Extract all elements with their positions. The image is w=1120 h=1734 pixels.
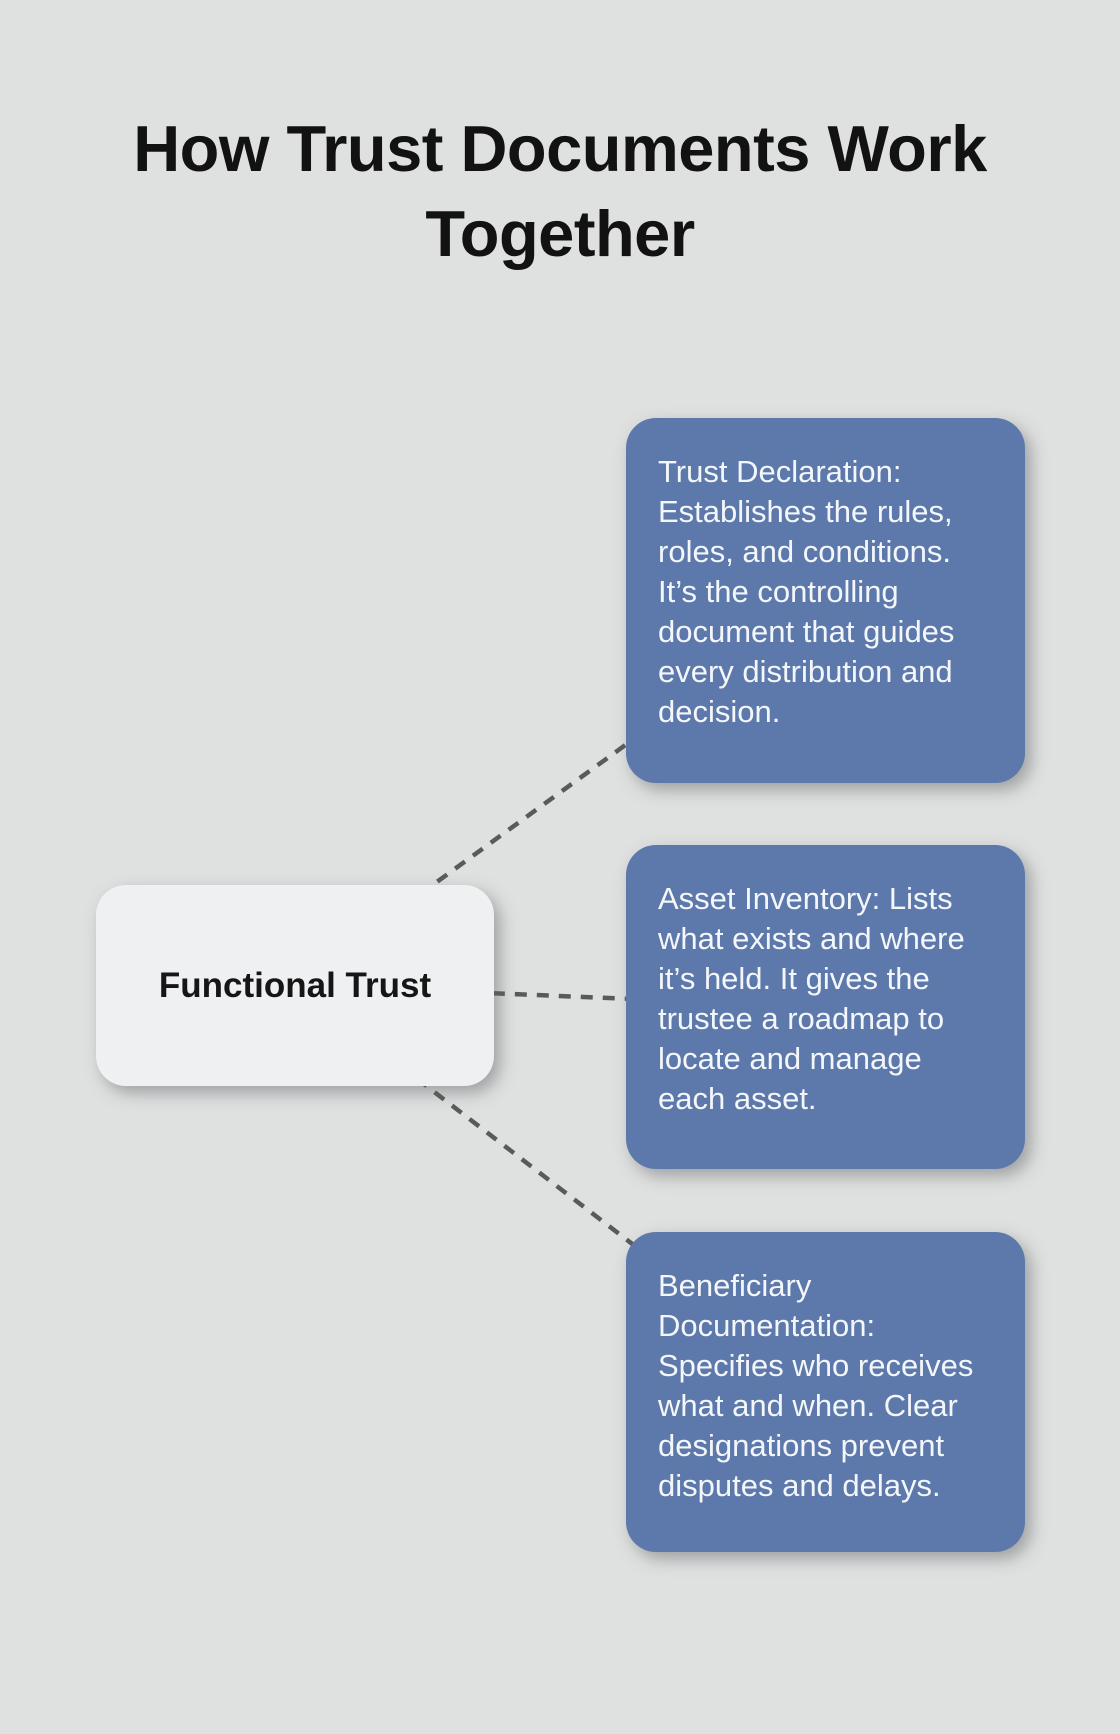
card-trust-declaration: Trust Declaration: Establishes the rules,… <box>626 418 1025 783</box>
center-node-functional-trust: Functional Trust <box>96 885 494 1086</box>
card-text-line: designations prevent <box>658 1428 945 1463</box>
card-text-line: what exists and where <box>658 921 965 956</box>
page-title-line-1: How Trust Documents Work <box>133 112 987 185</box>
card-text-line: every distribution and <box>658 654 953 689</box>
page-title-line-2: Together <box>425 197 695 270</box>
card-text-line: it’s held. It gives the <box>658 961 930 996</box>
card-asset-inventory: Asset Inventory: Lists what exists and wh… <box>626 845 1025 1169</box>
card-text-line: disputes and delays. <box>658 1468 941 1503</box>
card-text-line: Specifies who receives <box>658 1348 974 1383</box>
card-text-line: trustee a roadmap to <box>658 1001 945 1036</box>
card-text-line: each asset. <box>658 1081 817 1116</box>
card-text-line: document that guides <box>658 614 955 649</box>
card-text-line: locate and manage <box>658 1041 922 1076</box>
page-title: How Trust Documents Work Together <box>0 106 1120 276</box>
card-text-line: Trust Declaration: <box>658 454 902 489</box>
card-text-line: Establishes the rules, <box>658 494 953 529</box>
card-text-line: what and when. Clear <box>658 1388 958 1423</box>
card-text-line: Asset Inventory: Lists <box>658 881 953 916</box>
card-text-line: Beneficiary <box>658 1268 812 1303</box>
card-text-line: It’s the controlling <box>658 574 899 609</box>
card-text-line: Documentation: <box>658 1308 876 1343</box>
card-text-line: decision. <box>658 694 781 729</box>
center-node-label: Functional Trust <box>158 965 432 1005</box>
card-text-line: roles, and conditions. <box>658 534 951 569</box>
